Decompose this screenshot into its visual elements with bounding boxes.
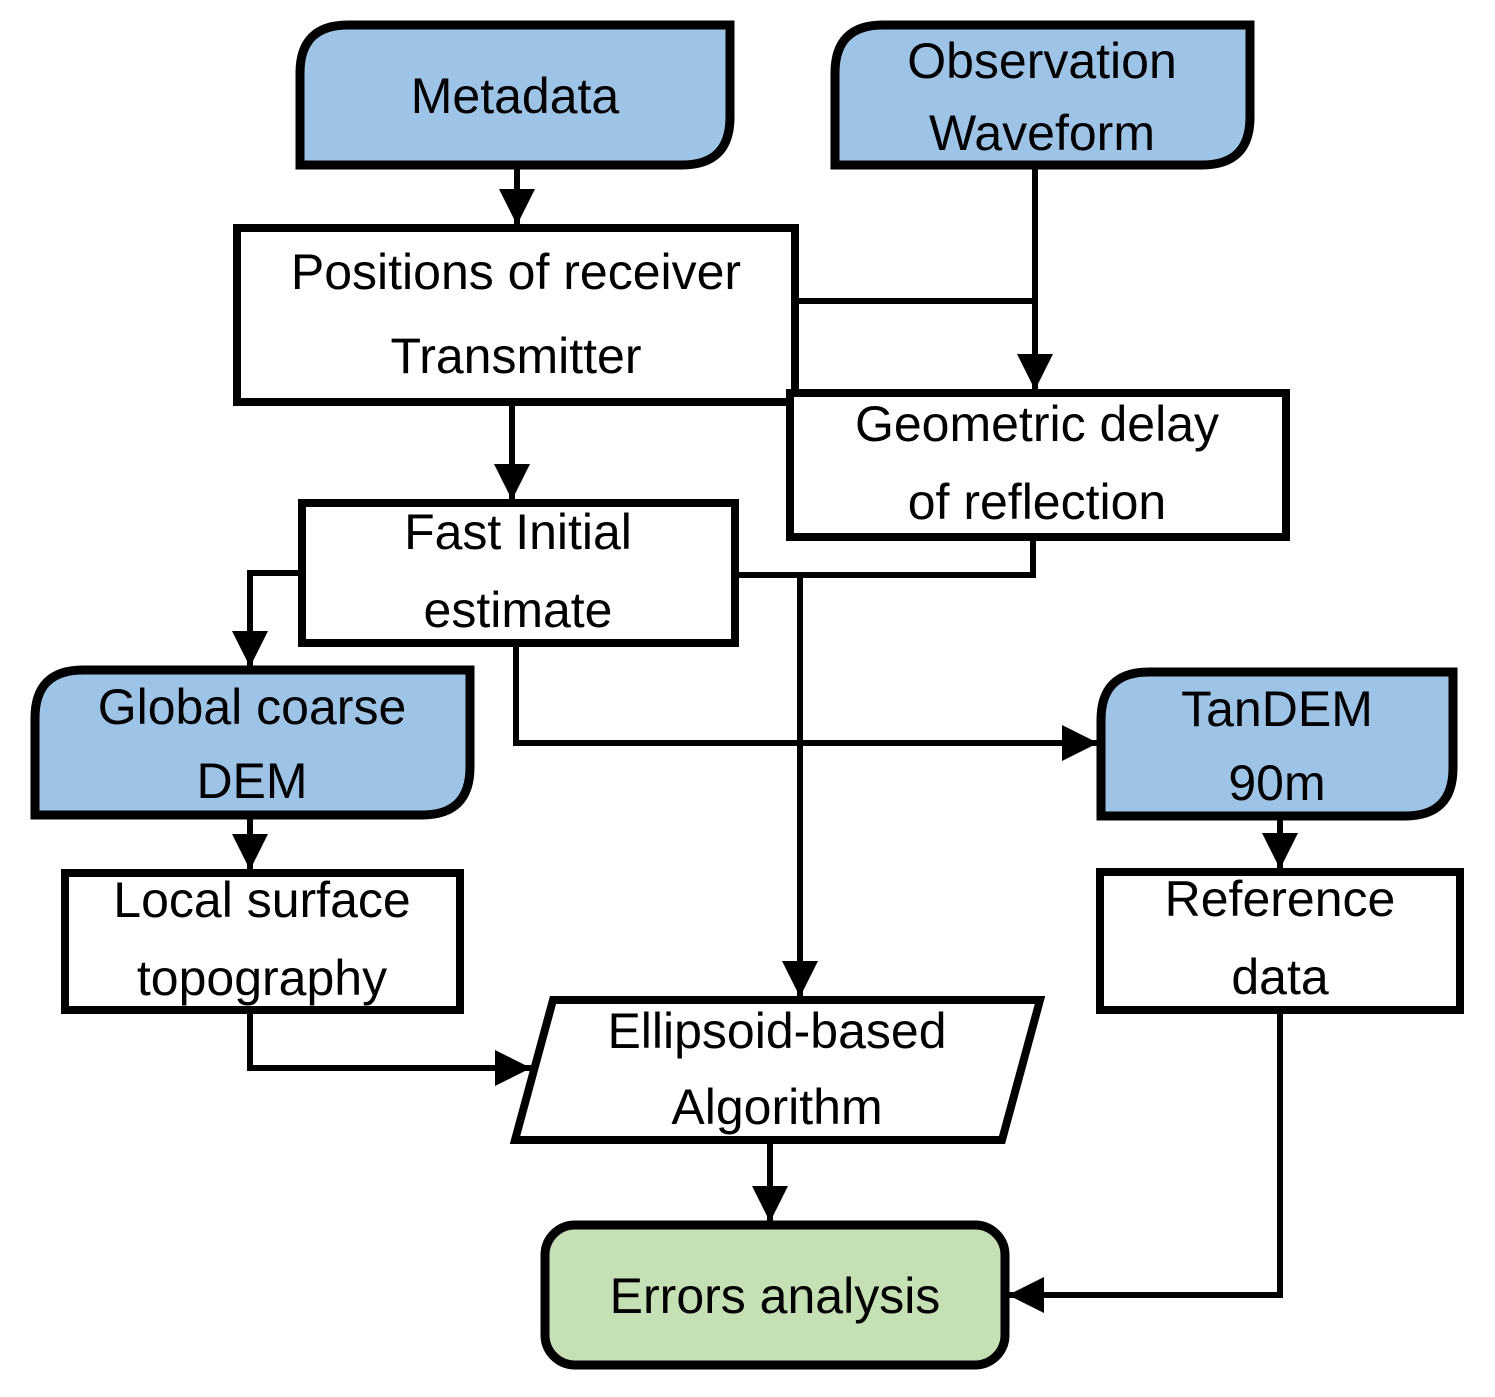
edge-geometric-delay-to-fast-initial: [735, 537, 1036, 578]
node-errors-analysis: Errors analysis: [540, 1220, 1010, 1370]
positions-shape: [233, 224, 799, 406]
local-surface-topography-label-line1: Local surface: [113, 872, 410, 928]
geometric-delay-shape: [786, 389, 1290, 541]
positions-label-line2: Transmitter: [391, 328, 642, 384]
fast-initial-label-line2: estimate: [424, 582, 613, 638]
node-metadata: Metadata: [295, 20, 735, 170]
global-coarse-dem-label-line2: DEM: [196, 753, 307, 809]
reference-data-label-line2: data: [1231, 949, 1329, 1005]
local-surface-topography-shape: [61, 869, 464, 1014]
ellipsoid-algorithm-label-line2: Algorithm: [671, 1079, 882, 1135]
observation-waveform-label-line2: Waveform: [929, 105, 1155, 161]
metadata-label: Metadata: [411, 68, 620, 124]
node-observation-waveform: Observation Waveform: [830, 20, 1255, 170]
local-surface-topography-label-line2: topography: [137, 950, 387, 1006]
edge-fast-initial-to-global-dem: [232, 570, 302, 667]
reference-data-shape: [1096, 868, 1464, 1014]
observation-waveform-label-line1: Observation: [907, 33, 1177, 89]
tandem-90m-label-line2: 90m: [1228, 755, 1325, 811]
node-global-coarse-dem: Global coarse DEM: [30, 665, 475, 820]
tandem-90m-label-line1: TanDEM: [1181, 681, 1373, 737]
geometric-delay-label-line2: of reflection: [908, 474, 1166, 530]
node-local-surface-topography: Local surface topography: [61, 869, 464, 1014]
global-coarse-dem-shape: [30, 665, 475, 820]
geometric-delay-label-line1: Geometric delay: [855, 396, 1219, 452]
node-reference-data: Reference data: [1096, 868, 1464, 1014]
node-tandem-90m: TanDEM 90m: [1096, 667, 1458, 821]
edge-local-topography-to-ellipsoid: [247, 1010, 531, 1086]
fast-initial-estimate-shape: [298, 499, 739, 647]
edge-reference-data-to-errors-analysis: [1008, 1010, 1283, 1313]
tandem-90m-shape: [1096, 667, 1458, 821]
edges: [232, 165, 1298, 1313]
errors-analysis-shape: [540, 1220, 1010, 1370]
errors-analysis-label: Errors analysis: [610, 1268, 941, 1324]
node-ellipsoid-algorithm: Ellipsoid-based Algorithm: [509, 996, 1046, 1144]
observation-waveform-shape: [830, 20, 1255, 170]
metadata-shape: [295, 20, 735, 170]
node-fast-initial-estimate: Fast Initial estimate: [298, 499, 739, 647]
node-positions: Positions of receiver Transmitter: [233, 224, 799, 406]
positions-label-line1: Positions of receiver: [291, 244, 741, 300]
reference-data-label-line1: Reference: [1165, 871, 1396, 927]
global-coarse-dem-label-line1: Global coarse: [98, 679, 407, 735]
node-geometric-delay: Geometric delay of reflection: [786, 389, 1290, 541]
fast-initial-label-line1: Fast Initial: [404, 504, 632, 560]
ellipsoid-algorithm-label-line1: Ellipsoid-based: [607, 1003, 946, 1059]
ellipsoid-algorithm-shape: [509, 996, 1046, 1144]
edge-fast-initial-to-tandem: [513, 643, 1098, 761]
